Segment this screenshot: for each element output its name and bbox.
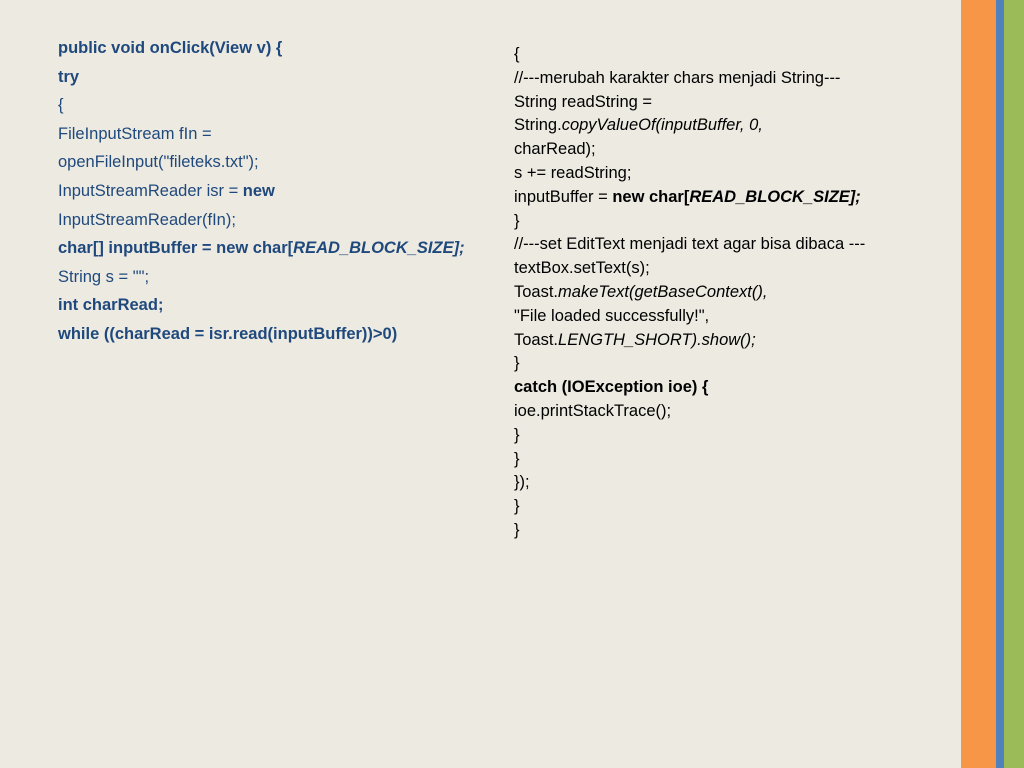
code-line: } [514, 210, 954, 234]
code-line: while ((charRead = isr.read(inputBuffer)… [58, 322, 478, 346]
code-segment: char[] inputBuffer = new char[ [58, 239, 294, 258]
code-segment: int charRead; [58, 296, 164, 315]
code-line: //---set EditText menjadi text agar bisa… [514, 233, 954, 257]
code-segment: "File loaded successfully!", [514, 306, 710, 325]
code-segment: //---set EditText menjadi text agar bisa… [514, 235, 866, 254]
accent-stripe-green [1004, 0, 1024, 768]
code-segment: READ_BLOCK_SIZE]; [293, 239, 465, 258]
code-segment: while ((charRead = isr.read(inputBuffer)… [58, 324, 398, 343]
code-segment: String. [514, 116, 562, 135]
code-segment: LENGTH_SHORT).show(); [558, 330, 756, 349]
code-line: } [514, 495, 954, 519]
code-segment: textBox.setText(s); [514, 259, 650, 278]
code-line: catch (IOException ioe) { [514, 376, 954, 400]
accent-stripe-orange [961, 0, 996, 768]
code-segment: { [514, 45, 520, 63]
code-segment: } [514, 449, 520, 468]
code-line: } [514, 424, 954, 448]
code-column-right: { //---merubah karakter chars menjadi Str… [514, 43, 954, 543]
code-line: try [58, 65, 478, 89]
code-segment: } [514, 354, 520, 373]
code-segment: makeText(getBaseContext(), [558, 282, 768, 301]
code-line: { [514, 43, 954, 67]
code-line: } [514, 448, 954, 472]
code-segment: InputStreamReader(fIn); [58, 210, 236, 229]
code-segment: try [58, 67, 80, 86]
code-line: String readString = [514, 91, 954, 115]
code-line: s += readString; [514, 162, 954, 186]
code-line: ioe.printStackTrace(); [514, 400, 954, 424]
code-line: }); [514, 471, 954, 495]
code-segment: inputBuffer = [514, 187, 613, 206]
code-line: { [58, 93, 478, 117]
code-line: } [514, 352, 954, 376]
code-line: charRead); [514, 138, 954, 162]
code-segment: FileInputStream fIn = [58, 124, 212, 143]
code-segment: } [514, 497, 520, 516]
code-segment: } [514, 211, 520, 230]
code-line: "File loaded successfully!", [514, 305, 954, 329]
code-segment: } [514, 520, 520, 539]
code-segment: } [514, 425, 520, 444]
code-segment: new char[ [612, 187, 690, 206]
code-line: public void onClick(View v) { [58, 36, 478, 60]
code-segment: Toast. [514, 282, 559, 301]
code-segment: openFileInput("fileteks.txt"); [58, 153, 259, 172]
accent-stripe-blue [996, 0, 1004, 768]
code-line: inputBuffer = new char[READ_BLOCK_SIZE]; [514, 186, 954, 210]
code-line: InputStreamReader(fIn); [58, 208, 478, 232]
code-segment: //---merubah karakter chars menjadi Stri… [514, 68, 841, 87]
code-segment: Toast. [514, 330, 559, 349]
code-segment: s += readString; [514, 163, 632, 182]
code-line: int charRead; [58, 293, 478, 317]
code-segment: charRead); [514, 140, 596, 159]
code-line: InputStreamReader isr = new [58, 179, 478, 203]
code-line: FileInputStream fIn = [58, 122, 478, 146]
code-segment: catch (IOException ioe) { [514, 378, 709, 397]
code-segment: READ_BLOCK_SIZE]; [689, 187, 861, 206]
code-segment: copyValueOf(inputBuffer, 0, [561, 116, 763, 135]
code-line: String.copyValueOf(inputBuffer, 0, [514, 114, 954, 138]
code-segment: InputStreamReader isr = [58, 181, 243, 200]
code-line: Toast.makeText(getBaseContext(), [514, 281, 954, 305]
code-line: char[] inputBuffer = new char[READ_BLOCK… [58, 236, 478, 260]
code-line: String s = ""; [58, 265, 478, 289]
code-segment: String s = ""; [58, 267, 150, 286]
code-segment: }); [514, 473, 530, 492]
code-segment: { [58, 96, 64, 115]
code-segment: new [242, 181, 275, 200]
code-column-left: public void onClick(View v) { try { FileInp… [58, 36, 478, 351]
code-line: } [514, 519, 954, 543]
code-line: textBox.setText(s); [514, 257, 954, 281]
code-segment: ioe.printStackTrace(); [514, 401, 672, 420]
code-line: //---merubah karakter chars menjadi Stri… [514, 67, 954, 91]
code-segment: public void onClick(View v) { [58, 39, 283, 57]
code-line: Toast.LENGTH_SHORT).show(); [514, 329, 954, 353]
code-line: openFileInput("fileteks.txt"); [58, 150, 478, 174]
code-segment: String readString = [514, 92, 653, 111]
